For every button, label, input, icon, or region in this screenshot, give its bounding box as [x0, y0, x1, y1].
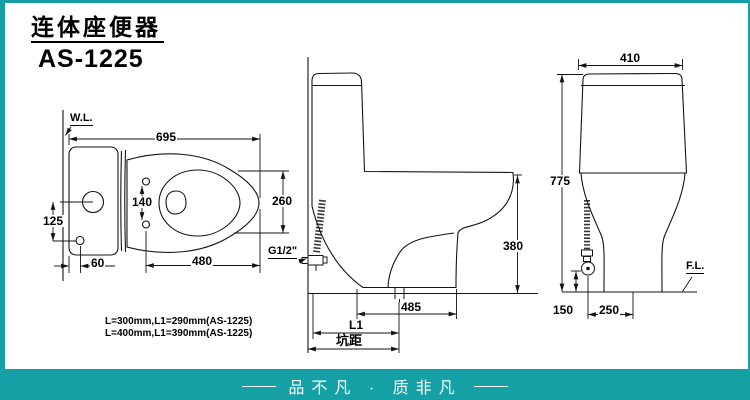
brand-banner: 品不凡 · 质非凡: [5, 369, 748, 400]
trap-opening: [165, 190, 187, 215]
rear-view-dimension-lines: [557, 59, 683, 319]
dim-valve-height: 150: [553, 303, 574, 317]
dim-valve-offset: 250: [598, 303, 621, 317]
seat-lid-outline: [126, 153, 260, 254]
spec-note-2: L=400mm,L1=390mm(AS-1225): [105, 328, 253, 339]
trapway-contour: [387, 232, 455, 288]
banner-divider-right: [473, 385, 508, 387]
dim-inlet-offset: 60: [90, 256, 106, 270]
dim-tank-width: 410: [619, 51, 642, 65]
dim-bolt-spacing: 140: [131, 195, 154, 209]
tank-outline-rear: [578, 72, 688, 174]
banner-divider-left: [242, 385, 277, 387]
spec-note-1: L=300mm,L1=290mm(AS-1225): [105, 316, 253, 327]
seat-bolt-hole: [141, 220, 151, 229]
top-view-drawing: [50, 110, 289, 281]
dim-total-height: 775: [549, 174, 572, 188]
seat-hinge-line: [124, 149, 127, 253]
g-half-leader-arrow: [298, 258, 307, 264]
seat-bolt-hole: [141, 177, 151, 186]
technical-drawing-canvas: [50, 57, 697, 353]
water-line-label: W.L.: [70, 112, 93, 126]
side-view-drawing: [298, 57, 538, 353]
rear-view-drawing: [557, 59, 697, 319]
dim-inlet-to-button: 125: [42, 214, 65, 228]
inlet-thread-label: G1/2": [268, 245, 298, 259]
brand-slogan: 品不凡 · 质非凡: [288, 380, 462, 397]
supply-hose: [313, 199, 326, 254]
side-view-dimension-lines: [308, 174, 522, 353]
dim-seat-length: 480: [191, 254, 214, 268]
valve-fitting-rear: [581, 249, 595, 276]
model-number: AS-1225: [38, 45, 144, 73]
dim-bowl-height: 380: [502, 239, 525, 253]
seat-opening-outline: [158, 169, 241, 237]
dim-base-length: 485: [400, 300, 423, 314]
page-title: 连体座便器: [31, 16, 164, 43]
toilet-side-outline: [311, 72, 515, 289]
fl-leader-line: [682, 276, 693, 292]
inlet-hole: [75, 235, 85, 246]
angle-valve: [301, 255, 328, 271]
dim-l1-label: L1: [348, 318, 365, 332]
wl-leader-arrow: [65, 126, 72, 136]
bowl-right-contour: [661, 172, 686, 293]
pit-distance-label: 坑距: [336, 333, 363, 348]
floor-line-label: F.L.: [686, 260, 705, 274]
tank-outline-top: [68, 146, 119, 256]
dim-opening-width: 260: [271, 194, 294, 208]
seat-hinge-line: [120, 150, 123, 252]
dim-total-length: 695: [155, 130, 178, 144]
bowl-left-contour: [580, 172, 605, 293]
